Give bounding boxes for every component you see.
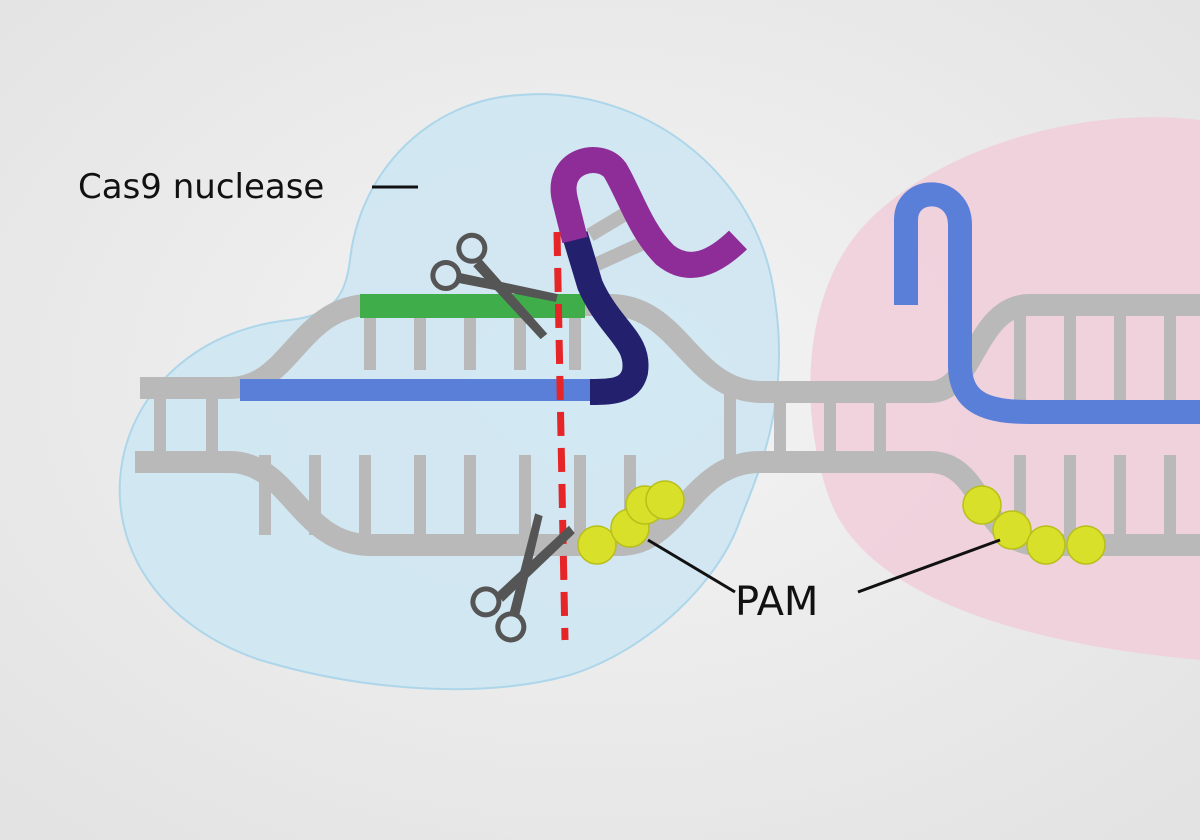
- guide-rna-left: [550, 147, 747, 405]
- base-pair: [364, 305, 376, 370]
- base-pair: [464, 305, 476, 370]
- base-pair: [874, 392, 886, 462]
- dna-top-strand: [140, 294, 1200, 403]
- base-pair: [519, 455, 531, 535]
- base-pair: [414, 455, 426, 535]
- base-pair: [1064, 305, 1076, 400]
- base-pair: [1114, 305, 1126, 400]
- base-pair: [774, 392, 786, 462]
- pam-leader-left: [647, 538, 736, 594]
- base-pair: [569, 305, 581, 370]
- base-pair: [154, 388, 166, 462]
- base-pair: [1064, 455, 1076, 535]
- pam-leader-right: [857, 538, 1001, 594]
- base-pair: [1164, 455, 1176, 535]
- base-pair: [359, 455, 371, 535]
- scissors-icon: [430, 232, 558, 340]
- guide-rna-right: [894, 182, 1200, 424]
- pam-label: PAM: [735, 579, 818, 625]
- base-pair: [206, 388, 218, 462]
- base-pair: [824, 392, 836, 462]
- cut-line: [553, 231, 569, 641]
- base-pair: [414, 305, 426, 370]
- base-pair: [1114, 455, 1126, 535]
- scissors-icon: [470, 513, 575, 643]
- pam-beads-right: [962, 485, 1106, 565]
- base-pair: [514, 305, 526, 370]
- pam-beads-left: [577, 480, 685, 565]
- base-pair: [574, 455, 586, 535]
- cas9-label: Cas9 nuclease: [78, 167, 324, 207]
- base-pair: [464, 455, 476, 535]
- base-pair: [1014, 305, 1026, 400]
- base-pair: [724, 392, 736, 462]
- base-pair: [1164, 305, 1176, 400]
